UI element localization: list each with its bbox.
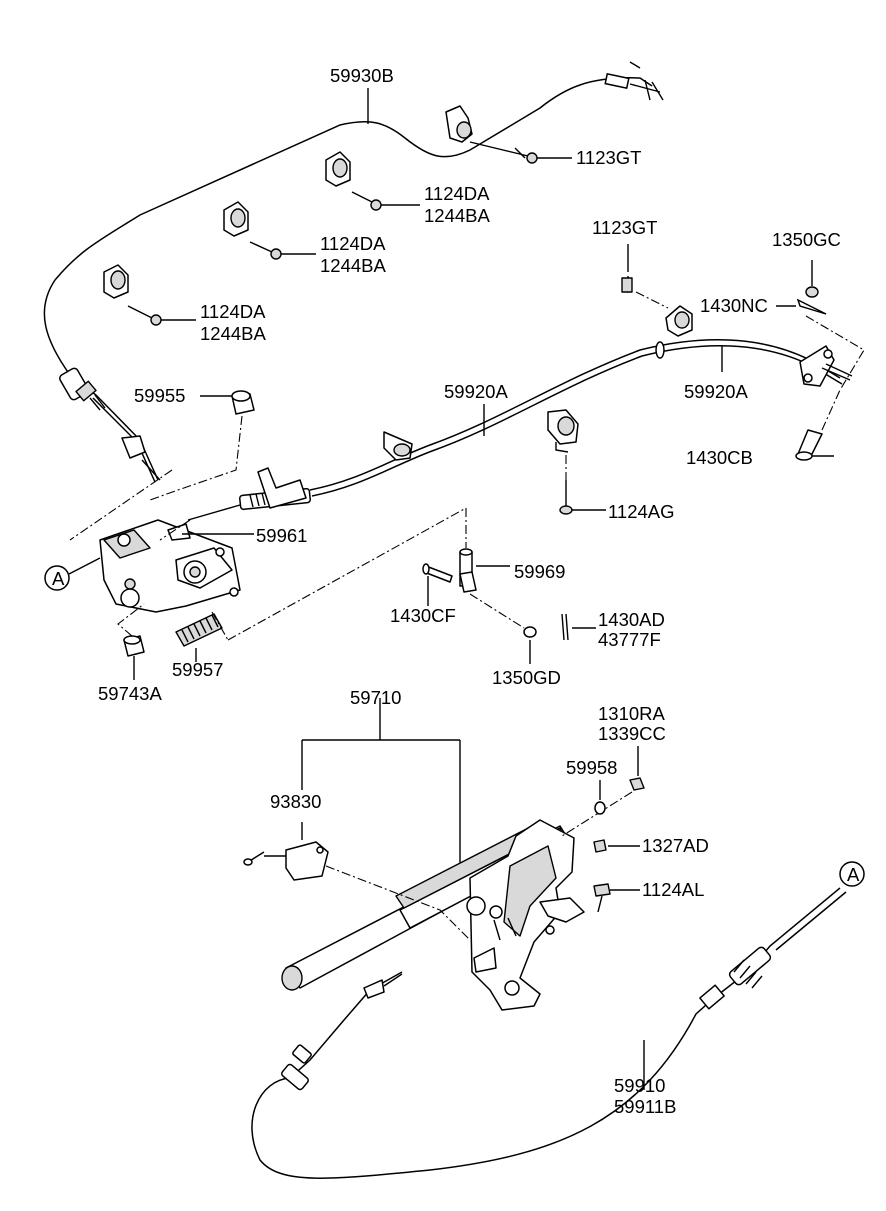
label-1244ba-mid: 1244BA <box>320 255 386 276</box>
pin-1430cf <box>422 563 453 606</box>
label-1350gd: 1350GD <box>492 667 561 688</box>
label-1124da-mid: 1124DA <box>320 233 386 254</box>
label-1350gc: 1350GC <box>772 229 841 250</box>
label-59911b: 59911B <box>614 1096 676 1117</box>
label-59930b: 59930B <box>330 65 394 86</box>
nut-1327ad <box>593 839 640 853</box>
label-1124al: 1124AL <box>642 879 704 900</box>
cable-clip-6 <box>547 409 579 453</box>
clip-1430nc <box>776 298 865 391</box>
bolt-1123gt-b <box>621 244 669 309</box>
part-labels: 59930B 1123GT 1124DA 1244BA 1124DA 1244B… <box>98 65 841 1117</box>
label-59743a: 59743A <box>98 683 162 704</box>
pin-1430cb <box>795 389 841 461</box>
dash-cable-to-bracket <box>69 469 191 541</box>
label-59969: 59969 <box>514 561 565 582</box>
label-1244ba-low: 1244BA <box>200 323 266 344</box>
label-1123gt-right: 1123GT <box>592 217 657 238</box>
connector-a-left-label: A <box>52 568 65 589</box>
lever-bracket-59710 <box>301 698 461 870</box>
front-cable-59910 <box>251 887 847 1179</box>
label-1430nc: 1430NC <box>700 295 768 316</box>
label-59961: 59961 <box>256 525 307 546</box>
label-59710: 59710 <box>350 687 401 708</box>
cable-clip-2 <box>223 201 249 237</box>
connector-a-right-label: A <box>847 864 860 885</box>
clip-1430ad <box>561 613 596 641</box>
bolt-1124ag <box>559 455 606 515</box>
label-59957: 59957 <box>172 659 223 680</box>
nut-59743a <box>117 603 145 680</box>
bolt-1124da-c <box>351 191 420 211</box>
washer-1350gd <box>469 593 537 664</box>
label-1124da-low: 1124DA <box>200 301 266 322</box>
label-1124ag: 1124AG <box>608 501 675 522</box>
label-59910: 59910 <box>614 1075 665 1096</box>
bolt-1124da-a <box>127 305 196 326</box>
label-59920a-mid: 59920A <box>444 381 508 402</box>
bolt-1124da-b <box>249 241 316 260</box>
label-43777f: 43777F <box>598 629 661 650</box>
clevis-59969 <box>459 548 510 593</box>
grommet-59955 <box>149 390 255 501</box>
cable-clip-4 <box>445 105 473 143</box>
nut-1310ra <box>561 746 645 837</box>
label-1124da-top: 1124DA <box>424 183 490 204</box>
connector-a-right: A <box>839 861 865 887</box>
label-1123gt-top: 1123GT <box>576 147 641 168</box>
bolt-1124al <box>593 883 640 913</box>
rear-cable-59930b <box>43 61 664 483</box>
label-1327ad: 1327AD <box>642 835 709 856</box>
label-1310ra: 1310RA <box>598 703 666 724</box>
parking-lever <box>281 819 585 1011</box>
equalizer-bracket-assembly <box>99 519 241 613</box>
switch-93830 <box>243 822 471 941</box>
bolt-1123gt-a <box>469 141 572 164</box>
connector-a-left: A <box>44 557 101 591</box>
rear-cable-59920a <box>187 339 853 521</box>
cable-clip-7 <box>665 305 693 337</box>
cable-clip-3 <box>325 151 351 187</box>
washer-59958 <box>594 780 606 815</box>
cable-clip-5 <box>383 431 413 461</box>
label-1430cb: 1430CB <box>686 447 753 468</box>
cable-clip-1 <box>103 264 129 299</box>
label-59955: 59955 <box>134 385 185 406</box>
label-1244ba-top: 1244BA <box>424 205 490 226</box>
washer-1350gc <box>805 260 819 298</box>
spring-59957 <box>175 613 223 662</box>
label-1430cf: 1430CF <box>390 605 456 626</box>
dash-spring <box>211 611 229 641</box>
label-59920a-right: 59920A <box>684 381 748 402</box>
label-59958: 59958 <box>566 757 617 778</box>
label-93830: 93830 <box>270 791 321 812</box>
label-1430ad: 1430AD <box>598 609 665 630</box>
label-1339cc: 1339CC <box>598 723 666 744</box>
dash-bracket-to-lever <box>227 507 467 641</box>
